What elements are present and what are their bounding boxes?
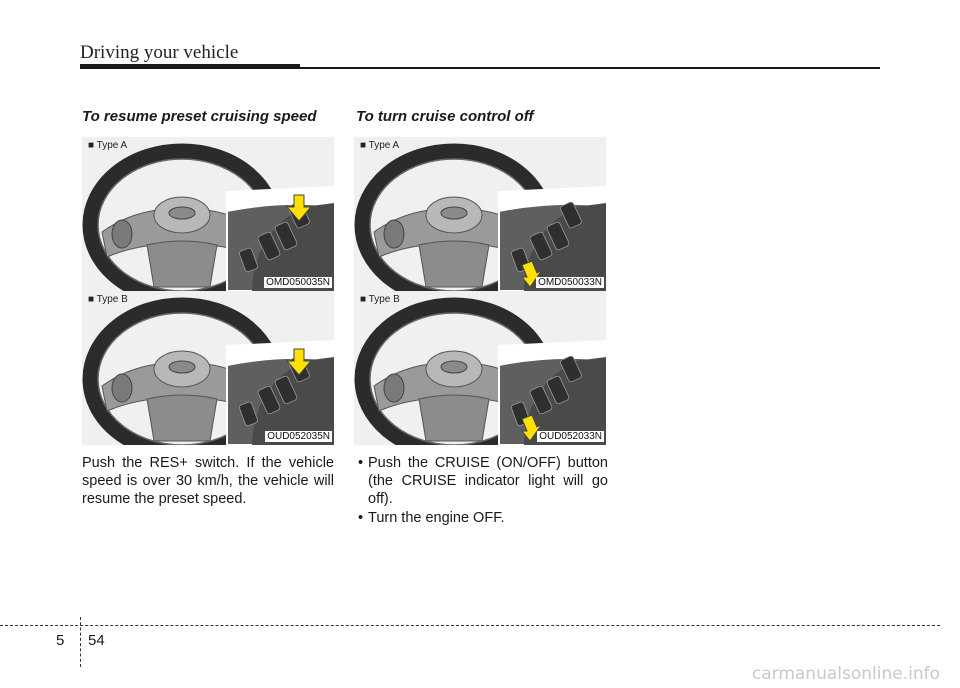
bullet-text: Push the CRUISE (ON/OFF) button (the CRU… xyxy=(368,455,608,507)
section-number: 5 xyxy=(56,632,65,649)
footer-rule xyxy=(0,625,940,626)
bullet-dot: • xyxy=(358,455,364,471)
section-title-off: To turn cruise control off xyxy=(356,108,534,125)
type-label: ■ Type B xyxy=(88,294,128,305)
figure-code: OMD050035N xyxy=(264,277,332,288)
type-label: ■ Type B xyxy=(360,294,400,305)
page-number: 54 xyxy=(88,632,105,649)
resume-instruction: Push the RES+ switch. If the vehicle spe… xyxy=(82,455,334,507)
steering-wheel-illustration xyxy=(82,143,334,291)
steering-wheel-illustration xyxy=(82,297,334,445)
section-title-resume: To resume preset cruising speed xyxy=(82,108,317,125)
bullet-dot: • xyxy=(358,510,364,526)
watermark: carmanualsonline.info xyxy=(751,664,940,684)
steering-wheel-illustration xyxy=(354,143,606,291)
bullet-item: • Turn the engine OFF. xyxy=(356,509,608,527)
figure-code: OUD052035N xyxy=(265,431,332,442)
steering-wheel-illustration xyxy=(354,297,606,445)
figure-code: OUD052033N xyxy=(537,431,604,442)
type-label: ■ Type A xyxy=(88,140,128,151)
bullet-text: Turn the engine OFF. xyxy=(368,510,505,526)
type-label: ■ Type A xyxy=(360,140,400,151)
figure-off-type-a: ■ Type A OMD050033N xyxy=(354,137,606,291)
figure-code: OMD050033N xyxy=(536,277,604,288)
header-rule xyxy=(80,64,300,69)
figure-resume-type-a: ■ Type A OMD050035N xyxy=(82,137,334,291)
figure-off-type-b: ■ Type B OUD052033N xyxy=(354,291,606,445)
bullet-item: • Push the CRUISE (ON/OFF) button (the C… xyxy=(356,454,608,508)
figure-resume-type-b: ■ Type B OUD052035N xyxy=(82,291,334,445)
footer-divider xyxy=(80,617,81,667)
header-rule-thin xyxy=(300,67,880,69)
header-title: Driving your vehicle xyxy=(80,42,239,63)
